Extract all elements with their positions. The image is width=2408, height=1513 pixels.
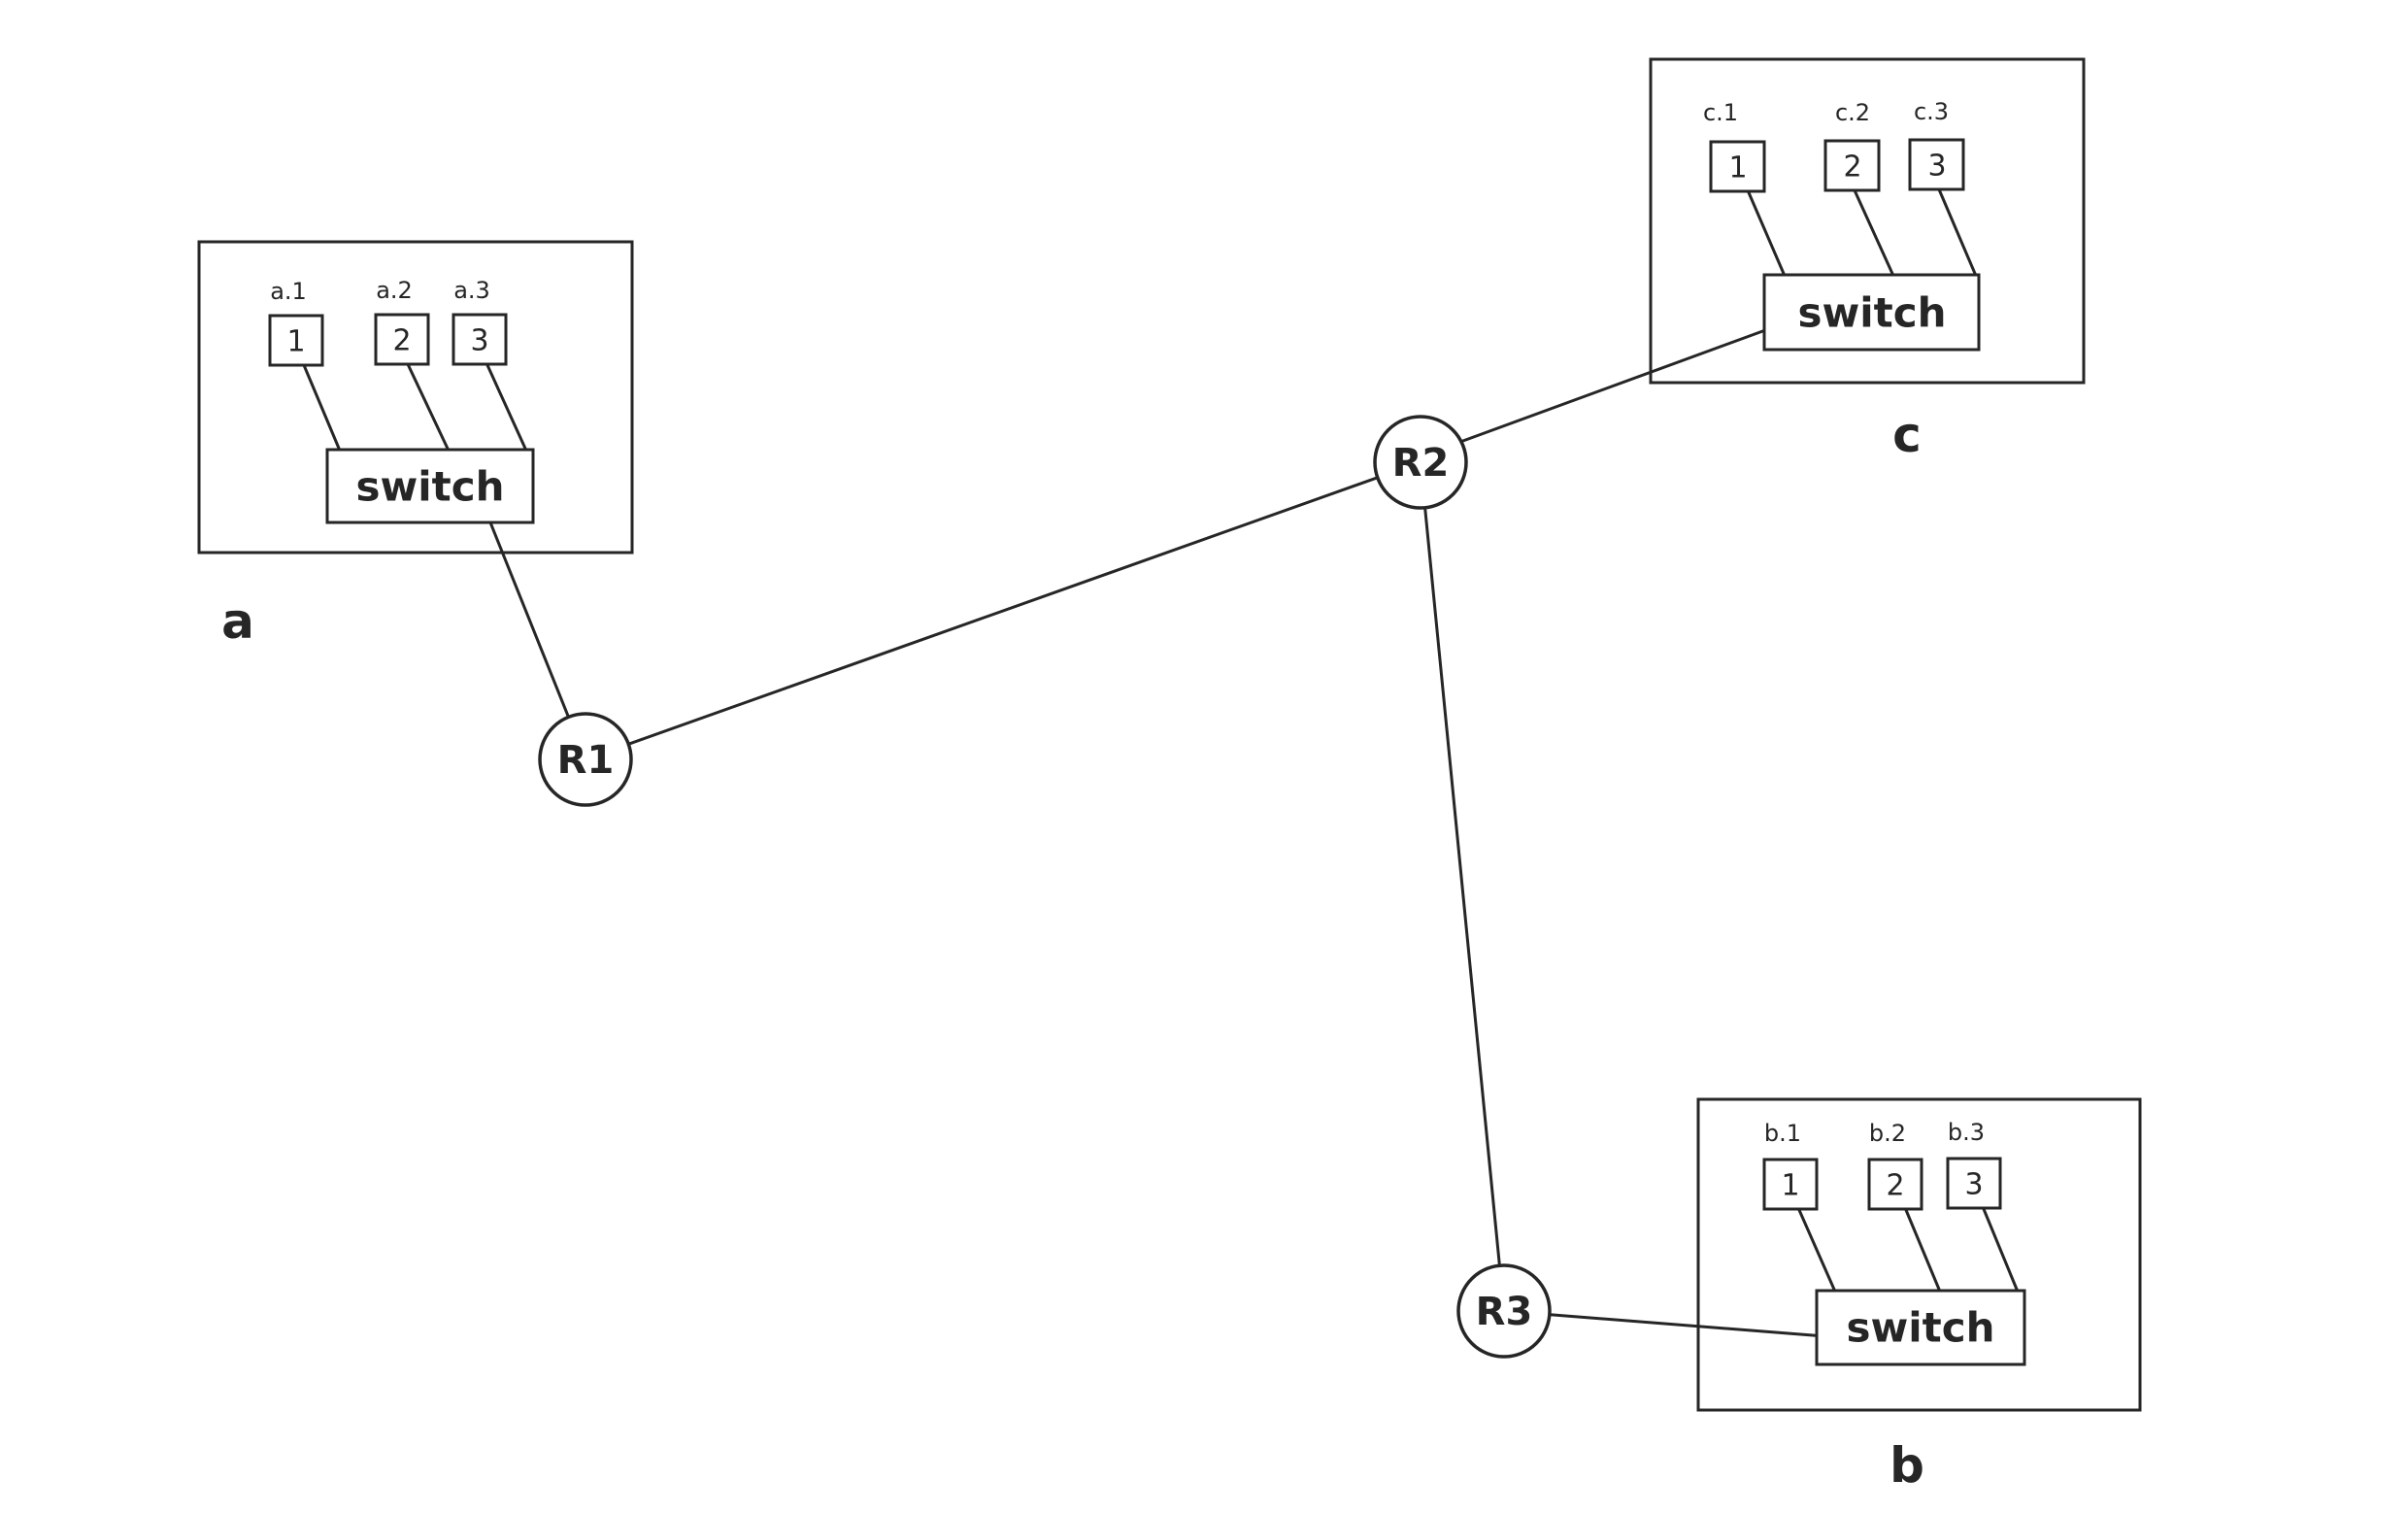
host-label-c3: c.3 [1914,98,1949,125]
host-box-a3 [452,313,508,366]
host-box-a2 [374,313,430,366]
router-r1-circle [538,712,633,807]
link-host-a2-switch [406,362,451,453]
network-label-a: a [221,593,254,650]
host-number-b2: 2 [1886,1169,1904,1203]
host-box-b1 [1762,1158,1819,1211]
host-box-a1 [268,314,324,367]
network-a-box [197,240,634,555]
link-r2-switch-c [1419,320,1789,458]
link-host-a1-switch [302,363,342,453]
link-host-c3-switch [1937,187,1978,278]
host-label-a3: a.3 [453,277,490,304]
host-number-b1: 1 [1781,1169,1799,1203]
host-label-b2: b.2 [1869,1120,1906,1147]
link-host-c1-switch [1746,188,1787,278]
link-host-b3-switch [1982,1207,2020,1294]
link-host-a3-switch [485,363,528,453]
host-label-b1: b.1 [1764,1120,1801,1147]
router-label-r2: R2 [1392,441,1450,486]
router-label-r1: R1 [557,738,615,783]
host-box-b2 [1867,1158,1923,1211]
host-number-c2: 2 [1843,151,1861,185]
network-b-box [1696,1097,2142,1412]
router-label-r3: R3 [1476,1290,1533,1334]
host-number-a2: 2 [392,324,411,358]
host-label-c2: c.2 [1835,99,1870,126]
switch-label-b: switch [1846,1304,1994,1352]
router-r2-circle [1373,415,1468,510]
link-r3-switch-b [1502,1309,1852,1340]
host-number-a1: 1 [286,325,305,359]
switch-box-a [325,448,535,524]
network-label-c: c [1892,407,1922,463]
switch-box-c [1762,273,1981,352]
host-box-c1 [1709,140,1766,193]
host-box-b3 [1946,1157,2002,1210]
link-host-b2-switch [1904,1208,1942,1294]
switch-box-b [1815,1289,2026,1366]
switch-label-a: switch [355,463,504,511]
host-label-c1: c.1 [1703,99,1738,126]
link-host-b1-switch [1797,1208,1837,1294]
host-label-a1: a.1 [270,278,307,305]
host-number-a3: 3 [470,324,488,358]
link-r1-r2 [584,460,1422,761]
network-c-box [1649,57,2086,385]
router-r3-circle [1456,1263,1552,1359]
link-host-c2-switch [1853,188,1895,278]
host-number-b3: 3 [1964,1168,1983,1202]
switch-label-c: switch [1797,289,1946,337]
host-number-c1: 1 [1728,151,1747,185]
host-label-b3: b.3 [1948,1119,1985,1146]
link-r2-r3 [1419,460,1506,1313]
host-box-c2 [1823,139,1881,192]
host-box-c3 [1908,138,1965,191]
network-label-b: b [1890,1437,1924,1494]
host-label-a2: a.2 [376,277,413,304]
host-number-c3: 3 [1927,150,1946,184]
